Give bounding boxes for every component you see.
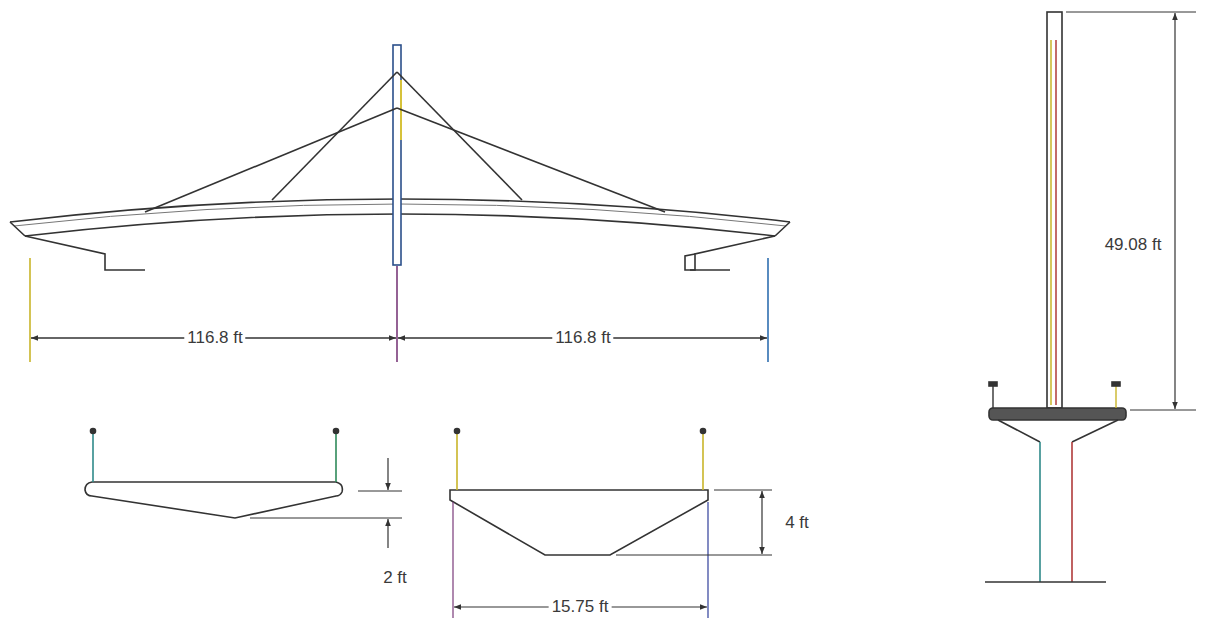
ground-line (985, 581, 1106, 583)
dimension-label: 116.8 ft (184, 328, 245, 348)
dimension-line (761, 491, 762, 554)
extension-line (250, 518, 402, 519)
railing-post (456, 432, 458, 490)
stay-cable (272, 72, 397, 200)
dimension-arrow (387, 519, 388, 548)
abutment (685, 254, 730, 270)
dimension-label: 15.75 ft (549, 597, 612, 617)
stay-cable (397, 72, 522, 200)
pylon-accent (1050, 40, 1052, 405)
railing-top (989, 382, 997, 386)
extension-line (1066, 12, 1196, 13)
railing-top (334, 429, 339, 434)
dimension-line (1174, 13, 1175, 409)
extension-line (452, 502, 453, 618)
support-line (396, 266, 398, 362)
railing-top (701, 429, 706, 434)
pylon (393, 45, 401, 265)
extension-line (1130, 410, 1196, 411)
extension-line (616, 555, 772, 556)
stay-cable (145, 108, 397, 212)
railing-post (1115, 386, 1116, 408)
extension-line (358, 491, 402, 492)
pier (1039, 442, 1041, 582)
pylon-section (985, 12, 1196, 582)
extension-line (714, 490, 772, 491)
railing-top (1112, 382, 1120, 386)
railing-post (992, 386, 993, 408)
railing-post (702, 432, 704, 490)
deck-outline (85, 482, 342, 518)
pylon-accent (1055, 40, 1057, 405)
pier (1071, 442, 1073, 582)
railing-post (92, 432, 94, 482)
stay-cable (397, 108, 665, 212)
abutment (25, 236, 145, 270)
bridge-elevation (10, 45, 790, 362)
railing-post (335, 432, 337, 482)
deck-outline (450, 490, 708, 555)
dimension-label: 116.8 ft (552, 328, 613, 348)
support-line (767, 258, 769, 362)
deck-section (450, 429, 772, 619)
pier-cap (998, 420, 1118, 442)
pylon (1047, 12, 1062, 408)
railing-top (91, 429, 96, 434)
dimension-label: 49.08 ft (1102, 235, 1165, 255)
dimension-arrow (387, 458, 388, 490)
extension-line (707, 502, 708, 618)
deck-section (85, 429, 402, 549)
railing-top (455, 429, 460, 434)
dimension-label: 4 ft (782, 513, 812, 533)
support-line (29, 258, 31, 362)
deck (989, 408, 1126, 420)
dimension-label: 2 ft (380, 568, 410, 588)
abutment (690, 236, 775, 270)
